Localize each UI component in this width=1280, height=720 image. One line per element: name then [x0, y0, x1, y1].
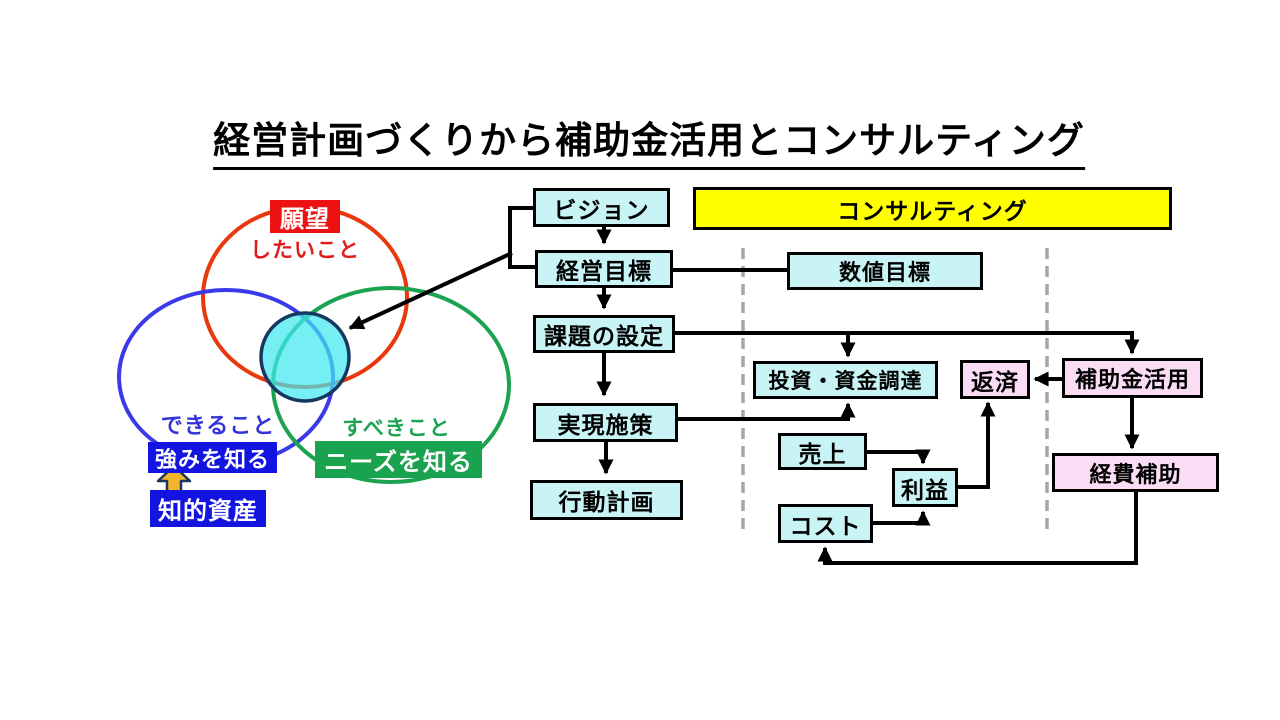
- subsidy-use-box: 補助金活用: [1062, 358, 1203, 398]
- page-title: 経営計画づくりから補助金活用とコンサルティング: [213, 110, 1085, 170]
- connector-expense-cost-loop: [817, 492, 1138, 565]
- connector-bracket-venn: [348, 251, 513, 330]
- management-goal-box: 経営目標: [535, 250, 673, 288]
- should-do-label: すべきこと: [342, 417, 451, 440]
- connector-cost-profit: [873, 510, 931, 526]
- profit-box: 利益: [892, 468, 958, 507]
- intellectual-assets-box: 知的資産: [150, 490, 266, 527]
- numeric-target-box: 数値目標: [787, 252, 983, 290]
- expense-subsidy-box: 経費補助: [1052, 453, 1219, 492]
- bracket-vision-goal: [508, 206, 537, 269]
- investment-funding-box: 投資・資金調達: [753, 361, 938, 399]
- needs-box: ニーズを知る: [315, 441, 482, 478]
- issue-setting-box: 課題の設定: [533, 315, 675, 353]
- connector-profit-repayment: [958, 401, 996, 489]
- vision-box: ビジョン: [533, 188, 670, 227]
- can-do-label: できること: [160, 413, 276, 438]
- strengths-box: 強みを知る: [148, 442, 277, 473]
- desire-sublabel: したいこと: [250, 239, 360, 262]
- action-plan-box: 行動計画: [530, 480, 683, 520]
- venn-center-circle: [259, 311, 351, 403]
- connector-sales-profit: [867, 449, 931, 465]
- sales-box: 売上: [778, 433, 867, 470]
- consulting-banner: コンサルティング: [693, 187, 1172, 230]
- connector-issues-subsidy: [675, 331, 1140, 355]
- implementation-box: 実現施策: [533, 403, 678, 442]
- desire-box: 願望: [270, 200, 340, 233]
- cost-box: コスト: [778, 504, 873, 543]
- connector-implementation-investment: [678, 402, 856, 421]
- repayment-box: 返済: [960, 360, 1030, 399]
